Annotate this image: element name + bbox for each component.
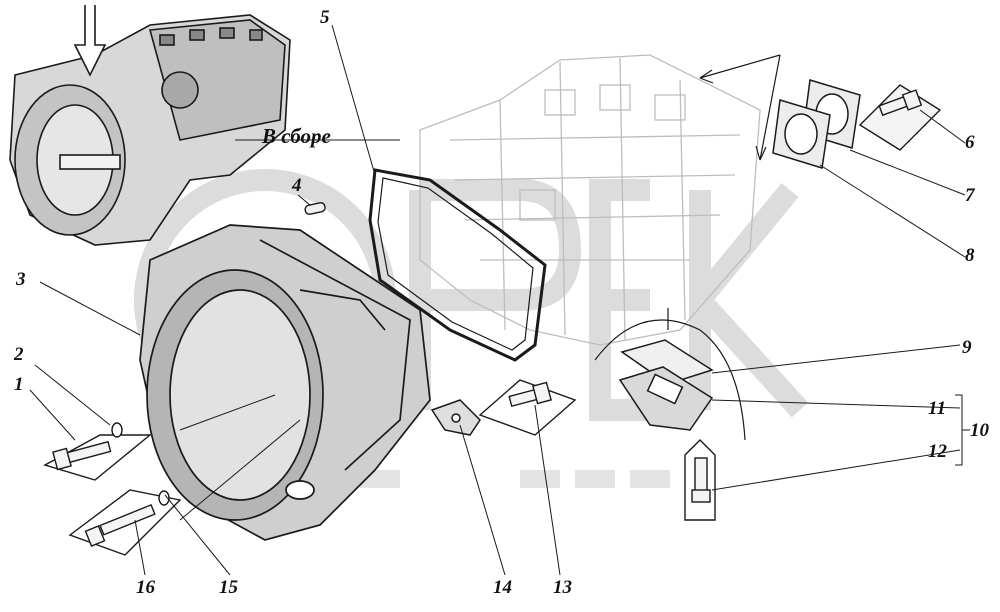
callout-8: 8 <box>965 245 975 266</box>
callout-16: 16 <box>136 577 155 598</box>
flange-parts <box>772 79 861 169</box>
cover-plate-10 <box>618 339 714 431</box>
callout-14: 14 <box>493 577 512 598</box>
callout-4: 4 <box>292 175 302 196</box>
gearbox-assembly-illustration <box>9 14 291 246</box>
cover-group-lines <box>594 308 746 441</box>
callout-7: 7 <box>965 185 975 206</box>
pin-4 <box>304 202 326 215</box>
gearbox-ghost-illustration <box>419 54 761 346</box>
ghost-arrows <box>699 54 781 161</box>
callout-2: 2 <box>14 344 24 365</box>
callout-9: 9 <box>962 337 972 358</box>
washer-14 <box>430 399 481 436</box>
insertion-arrow <box>73 5 107 77</box>
callout-15: 15 <box>219 577 238 598</box>
callout-1: 1 <box>14 374 24 395</box>
bolt-12 <box>684 439 716 521</box>
callout-5: 5 <box>320 7 330 28</box>
callout-6: 6 <box>965 132 975 153</box>
callout-10: 10 <box>970 420 989 441</box>
callout-3: 3 <box>16 269 26 290</box>
bolt-6 <box>858 84 942 151</box>
gasket-5 <box>368 168 547 362</box>
bolt-16 <box>68 489 182 556</box>
assembly-label: В сборе <box>262 124 331 148</box>
callout-leaders <box>29 24 970 576</box>
clutch-housing-3 <box>139 224 431 541</box>
bolt-1 <box>43 422 152 481</box>
callout-11: 11 <box>928 398 946 419</box>
callout-13: 13 <box>553 577 572 598</box>
callout-12: 12 <box>928 441 947 462</box>
bolt-13 <box>478 379 577 436</box>
